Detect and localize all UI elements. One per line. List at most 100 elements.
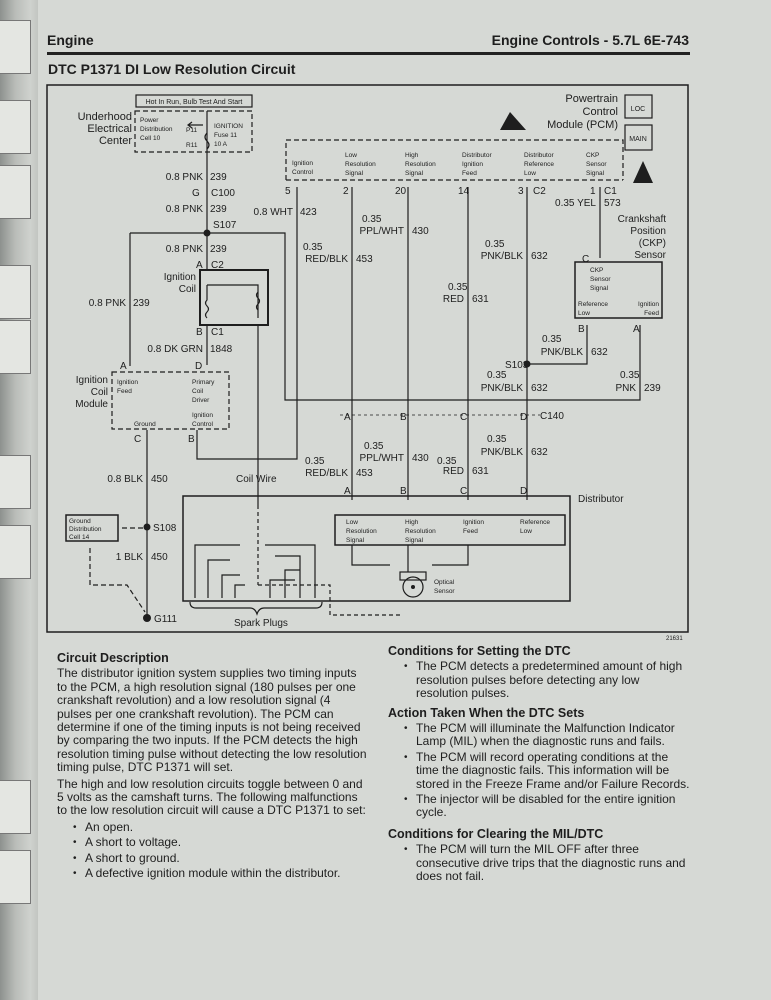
wire-gauge: 0.35 (487, 434, 507, 445)
wire-color: RED (443, 466, 464, 477)
pin-label: Distributor (462, 152, 492, 159)
list-item: A short to voltage. (73, 835, 367, 850)
pin-label: Low (345, 152, 357, 159)
pin-label: B (188, 434, 195, 445)
connector-label: C1 (604, 186, 617, 197)
pcm-label: Module (PCM) (547, 119, 618, 131)
pin-label: C (134, 434, 141, 445)
pin-label: A (633, 324, 640, 335)
wire-circuit: 239 (644, 383, 661, 394)
module-inner-label: Feed (117, 388, 132, 395)
wire-circuit: 1848 (210, 344, 233, 355)
ckp-inner-label: Signal (590, 285, 609, 292)
pin-number: 2 (343, 186, 349, 197)
conditions-column: Conditions for Setting the DTC The PCM d… (388, 644, 693, 890)
connector-label: C140 (540, 411, 564, 422)
wire-circuit: 450 (151, 474, 168, 485)
module-label: Ignition (76, 375, 108, 386)
module-inner-label: Ground (134, 421, 156, 428)
list-item: An open. (73, 820, 367, 835)
pin-label: G (192, 188, 200, 199)
module-inner-label: Control (192, 421, 214, 428)
esd-warning-icon (500, 112, 526, 130)
ground-label: G111 (154, 614, 177, 625)
fuse-label: IGNITION (214, 123, 243, 130)
ground-dist-label: Ground (69, 518, 91, 525)
ckp-inner-label: Sensor (590, 276, 611, 283)
list-item: A short to ground. (73, 851, 367, 866)
ckp-label: Crankshaft (618, 214, 667, 225)
pin-label: Ignition (462, 161, 483, 168)
wire-color: RED/BLK (305, 254, 348, 265)
ckp-inner-label: Low (578, 310, 590, 317)
wire-color: 0.8 DK GRN (147, 344, 203, 355)
wire-circuit: 631 (472, 466, 489, 477)
ckp-inner-label: Reference (578, 301, 608, 308)
wire-gauge: 0.35 (542, 334, 562, 345)
pin-label: Signal (586, 170, 605, 177)
coil-wire-label: Coil Wire (236, 474, 277, 485)
wire-color: PNK/BLK (481, 251, 524, 262)
pin-label: A (196, 260, 203, 271)
pin-label: CKP (586, 152, 599, 159)
module-inner-label: Ignition (192, 412, 213, 419)
distributor-label: Distributor (578, 494, 624, 505)
binder-tab (0, 20, 31, 74)
wire-gauge: 0.35 (487, 370, 507, 381)
fuse-label: 10 A (214, 141, 228, 148)
ckp-label: Position (630, 226, 666, 237)
ckp-inner-label: CKP (590, 267, 603, 274)
ground-dist-label: Distribution (69, 526, 102, 533)
binder-tab (0, 265, 31, 319)
pin-label: C (582, 254, 589, 265)
list-item: The PCM will record operating conditions… (404, 750, 693, 791)
pin-label: C (460, 412, 467, 423)
pin-number: 20 (395, 186, 407, 197)
wire-circuit: 453 (356, 468, 373, 479)
ckp-label: Sensor (634, 250, 666, 261)
wire-color: PNK (615, 383, 636, 394)
wire-circuit: 239 (210, 172, 227, 183)
wire-gauge: 0.35 (305, 456, 325, 467)
pin-number: 14 (458, 186, 470, 197)
module-inner-label: Ignition (117, 379, 138, 386)
wire-circuit: 423 (300, 207, 317, 218)
wire-color: PNK/BLK (541, 347, 584, 358)
underhood-label: Electrical (87, 123, 132, 135)
wire-circuit: 632 (531, 447, 548, 458)
binder-edge (0, 0, 38, 1000)
connector-label: C100 (211, 188, 235, 199)
pin-label: D (520, 486, 527, 497)
binder-tab (0, 850, 31, 904)
wire-color: RED (443, 294, 464, 305)
pin-number: 1 (590, 186, 596, 197)
conditions-setting-heading: Conditions for Setting the DTC (388, 644, 571, 658)
pin-label: Ignition (292, 160, 313, 167)
module-label: Module (75, 399, 108, 410)
pin-label: Low (524, 170, 536, 177)
action-taken-heading: Action Taken When the DTC Sets (388, 705, 585, 720)
spark-plugs-label: Spark Plugs (234, 618, 288, 629)
malfunction-list: An open. A short to voltage. A short to … (57, 820, 367, 881)
pin-label: B (400, 412, 407, 423)
underhood-label: Center (99, 135, 132, 147)
wire-gauge: 0.35 (437, 456, 457, 467)
connector-label: C2 (533, 186, 546, 197)
pin-label: Signal (345, 170, 364, 177)
pin-label: D (195, 361, 202, 372)
wire-circuit: 632 (531, 383, 548, 394)
wire-color: 0.35 YEL (555, 198, 596, 209)
wire-color: 0.8 PNK (166, 244, 204, 255)
underhood-label: Underhood (78, 111, 132, 123)
pdc-label: Distribution (140, 126, 173, 133)
figure-number: 21631 (666, 636, 683, 642)
wire-gauge: 0.35 (362, 214, 382, 225)
ckp-inner-label: Ignition (638, 301, 659, 308)
pin-label: Distributor (524, 152, 554, 159)
circuit-description-heading: Circuit Description (57, 651, 169, 665)
pin-label: Resolution (345, 161, 376, 168)
wire-color: 0.8 PNK (166, 172, 204, 183)
pdc-label: Cell 10 (140, 135, 161, 142)
wire-circuit: 573 (604, 198, 621, 209)
wire-color: 0.8 PNK (89, 298, 127, 309)
